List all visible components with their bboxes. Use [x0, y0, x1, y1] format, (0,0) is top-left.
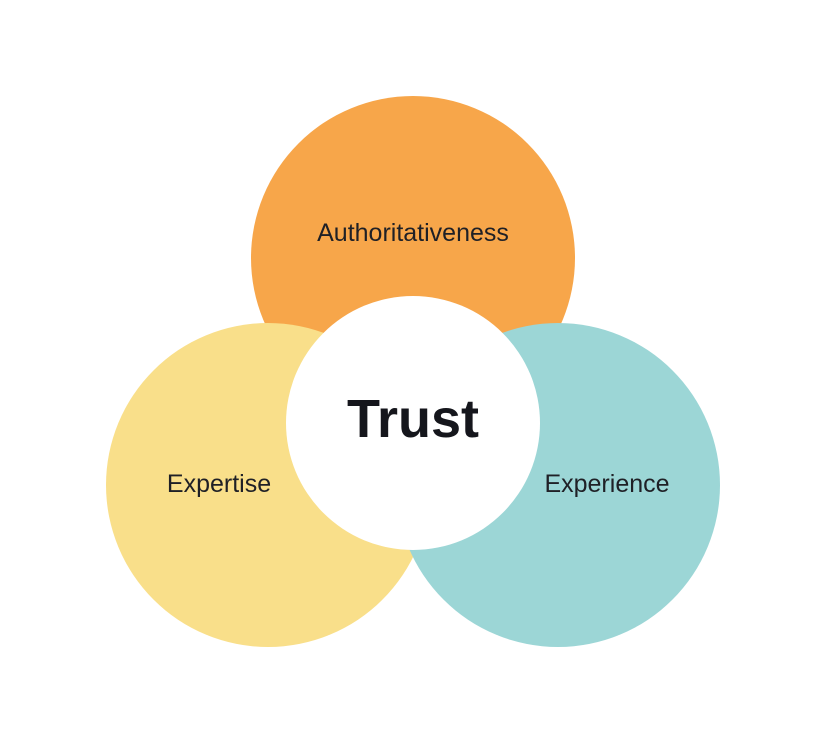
authoritativeness-label: Authoritativeness: [317, 219, 509, 247]
trust-label: Trust: [347, 389, 479, 449]
trust-center-circle: [286, 296, 540, 550]
experience-label: Experience: [544, 470, 669, 498]
expertise-label: Expertise: [167, 470, 271, 498]
